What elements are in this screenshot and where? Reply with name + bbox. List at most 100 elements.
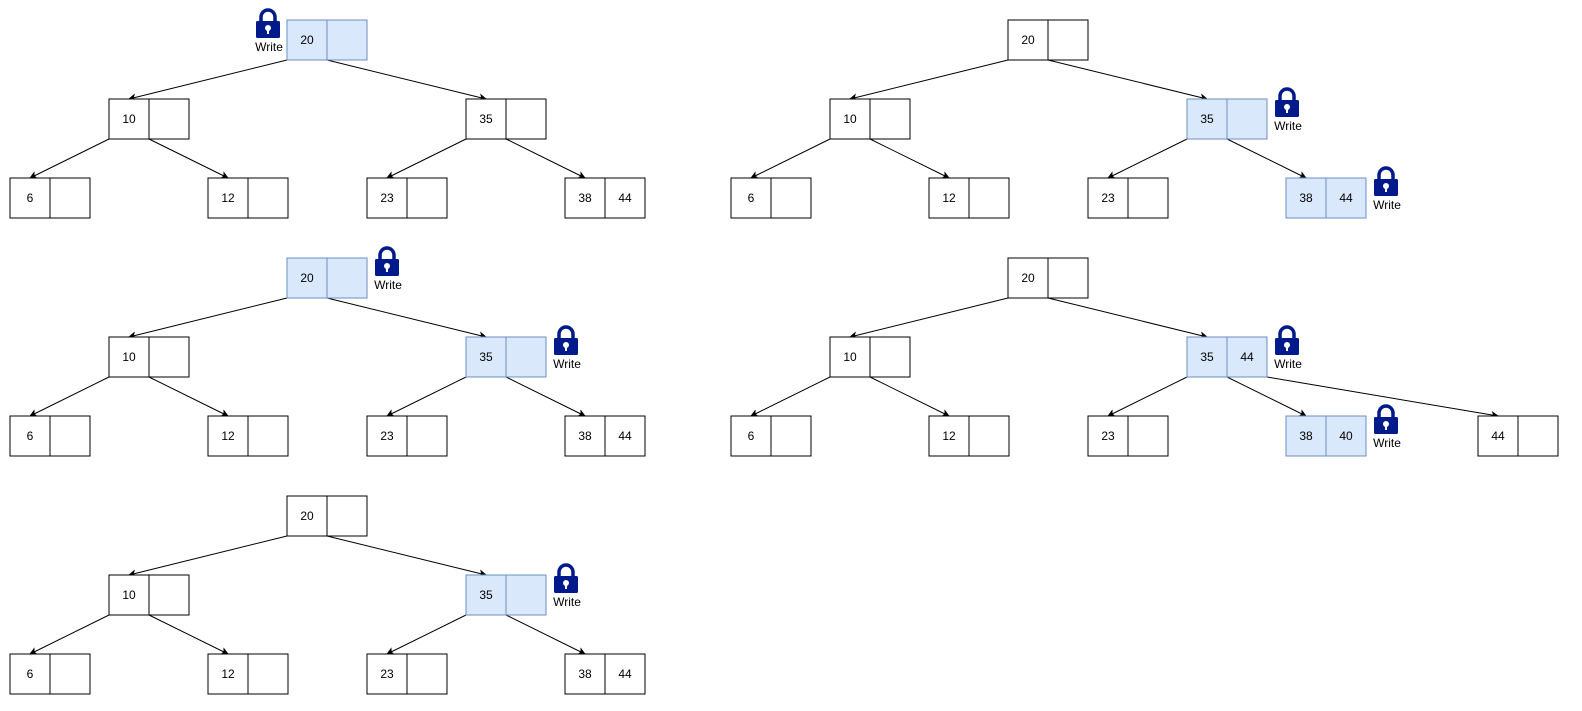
key-value: 40	[1339, 429, 1353, 443]
key-cell	[148, 574, 190, 616]
edge-n35-l23	[1107, 138, 1188, 179]
key-cell	[505, 336, 547, 378]
edge-n35-l38	[1226, 138, 1307, 179]
key-value: 10	[122, 350, 136, 364]
key-value: 12	[221, 667, 235, 681]
key-cell	[1047, 19, 1089, 61]
key-value: 10	[122, 588, 136, 602]
key-cell	[968, 177, 1010, 219]
edge-root-n10	[849, 59, 1009, 102]
key-value: 6	[27, 191, 34, 205]
edge-n10-l6	[750, 376, 831, 417]
tree-node-l6: 6	[9, 653, 91, 695]
key-value: 23	[1101, 191, 1115, 205]
key-value: 12	[942, 191, 956, 205]
key-cell	[406, 415, 448, 457]
key-cell	[148, 336, 190, 378]
key-cell	[286, 257, 328, 299]
key-cell	[604, 177, 646, 219]
edge-n35-l38	[1226, 376, 1307, 417]
tree-node-l6: 6	[730, 415, 812, 457]
key-cell	[366, 653, 408, 695]
edge-n10-l6	[29, 614, 110, 655]
tree-node-n10: 10	[108, 336, 190, 378]
tree-node-l44: 44	[1477, 415, 1559, 457]
key-value: 35	[479, 588, 493, 602]
key-cell	[730, 177, 772, 219]
tree-node-l12: 12	[928, 177, 1010, 219]
key-cell	[829, 98, 871, 140]
key-value: 6	[748, 429, 755, 443]
key-cell	[1186, 98, 1228, 140]
key-cell	[49, 415, 91, 457]
key-cell	[49, 177, 91, 219]
key-value: 35	[1200, 350, 1214, 364]
padlock-icon	[1374, 166, 1398, 196]
tree-node-l23: 23	[1087, 415, 1169, 457]
key-cell	[1285, 177, 1327, 219]
key-value: 6	[27, 429, 34, 443]
tree-edges	[750, 297, 1499, 419]
key-cell	[1325, 415, 1367, 457]
lock-label: Write	[553, 595, 581, 609]
key-cell	[1325, 177, 1367, 219]
key-cell	[326, 495, 368, 537]
edge-n35-l23	[1107, 376, 1188, 417]
edge-n35-l23	[386, 376, 467, 417]
tree-node-n35: 35	[465, 574, 547, 616]
edge-n10-l12	[869, 376, 950, 417]
edge-root-n10	[128, 297, 288, 340]
tree-node-n10: 10	[829, 98, 911, 140]
key-cell	[207, 415, 249, 457]
key-cell	[108, 98, 150, 140]
key-value: 20	[300, 33, 314, 47]
edge-n35-l23	[386, 138, 467, 179]
tree-node-root: 20	[1007, 257, 1089, 299]
padlock-icon	[1275, 87, 1299, 117]
key-cell	[247, 177, 289, 219]
key-value: 44	[618, 429, 632, 443]
padlock-icon	[554, 563, 578, 593]
tree-node-l23: 23	[366, 415, 448, 457]
tree-node-root: 20	[1007, 19, 1089, 61]
edge-root-n35	[326, 59, 487, 102]
edge-n10-l12	[148, 376, 229, 417]
lock-label: Write	[1373, 436, 1401, 450]
key-cell	[326, 19, 368, 61]
key-cell	[286, 19, 328, 61]
key-value: 35	[479, 350, 493, 364]
key-value: 23	[380, 667, 394, 681]
key-value: 12	[221, 191, 235, 205]
edge-n35-l38	[505, 614, 586, 655]
key-cell	[9, 415, 51, 457]
tree-edges	[29, 59, 586, 179]
key-value: 6	[27, 667, 34, 681]
tree-edges	[29, 297, 586, 417]
key-cell	[1047, 257, 1089, 299]
lock-label: Write	[374, 278, 402, 292]
key-value: 38	[578, 191, 592, 205]
key-cell	[465, 574, 507, 616]
edge-root-n10	[128, 535, 288, 578]
key-value: 23	[1101, 429, 1115, 443]
key-cell	[968, 415, 1010, 457]
edge-root-n35	[326, 535, 487, 578]
key-cell	[564, 653, 606, 695]
tree-node-n35: 35	[1186, 98, 1268, 140]
key-value: 10	[122, 112, 136, 126]
padlock-icon	[1374, 404, 1398, 434]
tree-node-l23: 23	[1087, 177, 1169, 219]
key-value: 44	[618, 667, 632, 681]
edge-root-n35	[1047, 59, 1208, 102]
tree-node-l23: 23	[366, 177, 448, 219]
key-value: 20	[300, 271, 314, 285]
key-cell	[1517, 415, 1559, 457]
key-value: 44	[1339, 191, 1353, 205]
